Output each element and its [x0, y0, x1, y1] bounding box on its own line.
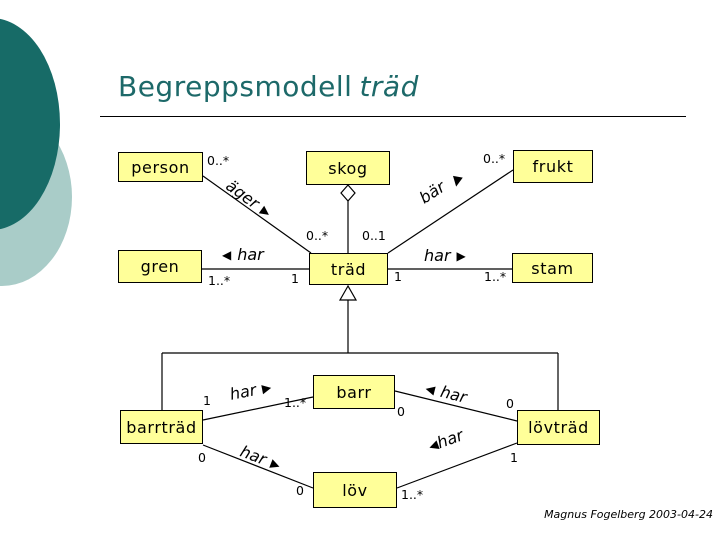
association-label-har-stam: har ▶	[424, 246, 466, 265]
class-box-lov: löv	[313, 472, 397, 508]
multiplicity: 1	[203, 393, 211, 408]
class-box-stam: stam	[512, 253, 593, 283]
class-label: barrträd	[126, 417, 197, 437]
multiplicity: 1..*	[284, 395, 307, 410]
class-box-frukt: frukt	[513, 150, 593, 183]
multiplicity: 0	[397, 404, 405, 419]
multiplicity: 1..*	[484, 269, 507, 284]
class-label: löv	[342, 480, 368, 500]
class-label: skog	[328, 158, 368, 178]
association-label-text: har	[237, 245, 264, 264]
multiplicity: 0..1	[362, 228, 386, 243]
class-box-barrtrad: barrträd	[120, 410, 203, 444]
title-underline	[100, 116, 686, 117]
generalization-triangle-icon	[338, 284, 358, 301]
class-label: träd	[330, 259, 367, 279]
class-label: gren	[140, 257, 180, 276]
class-label: lövträd	[528, 418, 589, 437]
class-box-gren: gren	[118, 250, 202, 283]
class-label: barr	[336, 382, 372, 402]
association-line-lovtrad-lov	[396, 442, 518, 489]
arrow-left-icon: ◀	[424, 381, 437, 398]
footer-credit: Magnus Fogelberg 2003-04-24	[544, 508, 713, 521]
class-label: frukt	[532, 157, 574, 176]
multiplicity: 0	[296, 483, 304, 498]
multiplicity: 1..*	[401, 487, 424, 502]
class-label: person	[131, 157, 190, 177]
association-line-barrtrad-barr	[202, 396, 314, 421]
association-line-ager	[202, 175, 312, 254]
multiplicity: 0..*	[306, 228, 329, 243]
arrow-right-icon: ▶	[456, 249, 466, 263]
multiplicity: 0	[198, 450, 206, 465]
class-box-barr: barr	[313, 375, 395, 409]
multiplicity: 1	[510, 450, 518, 465]
class-box-lovtrad: lövträd	[517, 410, 600, 445]
multiplicity: 1..*	[208, 273, 231, 288]
slide-title-emphasis: träd	[359, 70, 419, 103]
class-label: stam	[531, 258, 574, 278]
multiplicity: 0..*	[207, 153, 230, 168]
class-box-trad: träd	[309, 253, 388, 285]
multiplicity: 0..*	[483, 151, 506, 166]
multiplicity: 0	[506, 396, 514, 411]
association-line-barrtrad-lov	[202, 444, 314, 489]
association-line-bar	[387, 169, 514, 254]
association-label-har-gren: ◀ har	[222, 245, 264, 264]
multiplicity: 1	[291, 271, 299, 286]
class-box-skog: skog	[306, 151, 390, 185]
association-label-text: har	[424, 246, 451, 265]
multiplicity: 1	[394, 269, 402, 284]
association-line-lovtrad-barr	[394, 390, 518, 422]
aggregation-diamond-icon	[340, 184, 356, 202]
slide-title-main: Begreppsmodell	[118, 70, 353, 103]
arrow-left-icon: ◀	[222, 248, 232, 262]
class-box-person: person	[118, 152, 203, 182]
